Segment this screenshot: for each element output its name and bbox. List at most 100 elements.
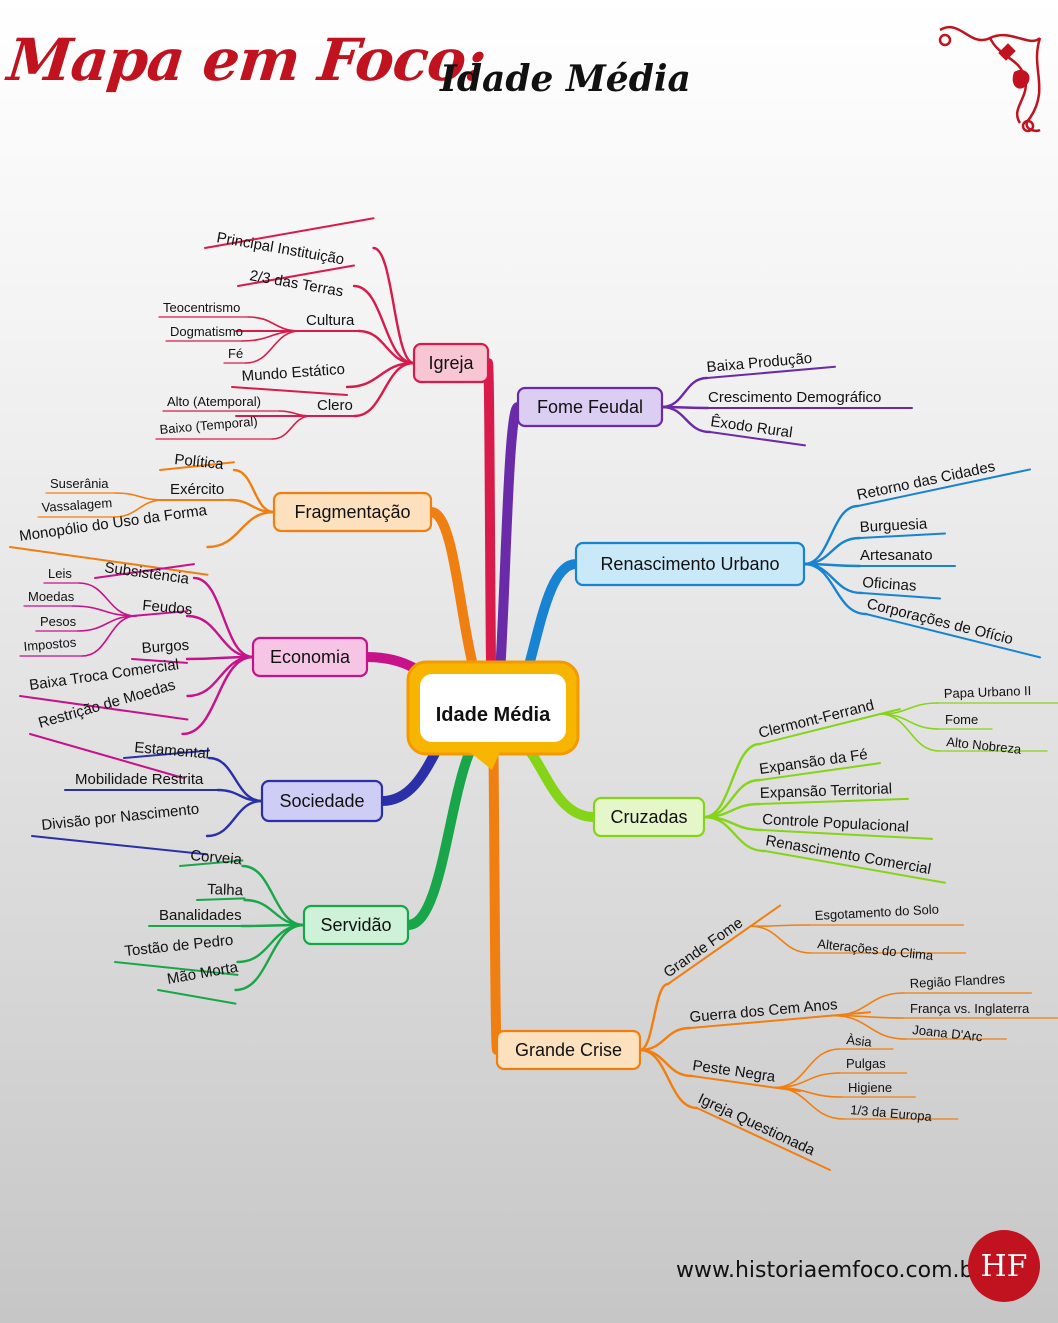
leaf-link-feudos: [185, 614, 255, 659]
sub-link-teocentrismo: [247, 316, 301, 332]
sub-leaf-papa-urbano-ii: Papa Urbano II: [944, 683, 1032, 701]
center-node-label: Idade Média: [436, 704, 551, 726]
node-label-crise: Grande Crise: [515, 1040, 622, 1060]
center-node-pointer: [470, 752, 500, 770]
leaf-link-principal-instituicao: [372, 246, 416, 365]
node-frag[interactable]: [272, 491, 433, 533]
logo-badge: HF: [968, 1230, 1040, 1302]
leaf-artesanato: Artesanato: [860, 547, 933, 564]
sub-link-asia: [773, 1048, 841, 1089]
leaf-cultura: Cultura: [306, 312, 355, 329]
sub-leaf-pulgas: Pulgas: [846, 1056, 886, 1071]
sub-leaf-moedas: Moedas: [28, 589, 75, 604]
sub-leaf-leis: Leis: [48, 566, 72, 581]
sub-leaf-vassalagem: Vassalagem: [41, 495, 112, 515]
node-cruz[interactable]: [592, 796, 706, 838]
sub-leaf-alteracoes-do-clima: Alterações do Clima: [817, 936, 935, 963]
branch-line-igreja: [483, 358, 497, 703]
leaf-link-restricao-de-moedas: [181, 655, 255, 736]
leaf-link-2-3-das-terras: [352, 284, 416, 365]
center-node[interactable]: [420, 674, 566, 742]
sub-link-baixo-temporal: [271, 415, 312, 440]
sub-link-fome: [879, 713, 940, 730]
leaf-link-clero: [353, 361, 416, 418]
leaf-corveia: Corveia: [190, 847, 244, 868]
sub-link-fe: [244, 330, 301, 364]
sub-leaf-alto-atemporal: Alto (Atemporal): [167, 394, 261, 409]
node-serv[interactable]: [302, 904, 410, 946]
node-label-eco: Economia: [270, 647, 351, 667]
sub-link-leis: [78, 582, 137, 617]
node-soc[interactable]: [260, 779, 384, 823]
leaf-2-3-das-terras: 2/3 das Terras: [248, 267, 344, 300]
sub-link-vassalagem: [112, 499, 165, 518]
node-label-frag: Fragmentação: [294, 502, 410, 522]
leaf-burguesia: Burguesia: [859, 515, 928, 536]
sub-leaf-alto-nobreza: Alto Nobreza: [946, 734, 1023, 757]
leaf-link-cultura: [357, 329, 416, 365]
node-label-soc: Sociedade: [279, 791, 364, 811]
page-title: Mapa em Foco:: [4, 26, 490, 94]
leaf-link-grande-fome: [638, 982, 670, 1052]
node-renasc[interactable]: [574, 541, 806, 587]
leaf-estamental: Estamental: [134, 739, 210, 762]
sub-leaf-1-3-da-europa: 1/3 da Europa: [850, 1102, 933, 1124]
leaf-politica: Política: [174, 451, 225, 473]
sub-link-1-3-da-europa: [773, 1086, 845, 1120]
leaf-link-talha: [243, 898, 306, 927]
leaf-link-politica: [232, 468, 276, 514]
leaf-mao-morta: Mão Morta: [166, 959, 240, 988]
leaf-clero: Clero: [317, 397, 353, 414]
leaf-link-retorno-das-cidades: [802, 504, 860, 566]
leaf-link-oficinas: [802, 562, 864, 595]
sub-leaf-teocentrismo: Teocentrismo: [163, 300, 240, 315]
leaf-link-monopolio-do-uso-da-forma: [206, 510, 276, 549]
leaf-exercito: Exército: [170, 481, 224, 498]
sub-leaf-baixo-temporal: Baixo (Temporal): [159, 413, 258, 437]
leaf-feudos: Feudos: [142, 597, 193, 618]
leaf-mobilidade-restrita: Mobilidade Restrita: [75, 771, 204, 788]
node-label-cruz: Cruzadas: [610, 807, 687, 827]
node-label-renasc: Renascimento Urbano: [600, 554, 779, 574]
leaf-link-baixa-producao: [660, 376, 709, 409]
sub-leaf-pesos: Pesos: [40, 614, 77, 629]
leaf-divisao-por-nascimento: Divisão por Nascimento: [41, 801, 200, 834]
leaf-link-exodo-rural: [660, 405, 712, 434]
sub-link-suserania: [114, 492, 165, 501]
sub-link-impostos: [81, 615, 137, 657]
leaf-link-divisao-por-nascimento: [205, 799, 264, 838]
leaf-talha: Talha: [207, 881, 244, 899]
sub-leaf-suserania: Suserânia: [50, 476, 109, 491]
node-eco[interactable]: [251, 636, 369, 678]
node-igreja[interactable]: [412, 342, 490, 384]
sub-leaf-esgotamento-do-solo: Esgotamento do Solo: [814, 902, 939, 923]
leaf-banalidades: Banalidades: [159, 907, 242, 924]
leaf-subsistencia: Subsistência: [103, 559, 190, 588]
leaf-baixa-producao: Baixa Produção: [706, 350, 813, 376]
leaf-oficinas: Oficinas: [862, 574, 917, 595]
leaf-link-corveia: [241, 864, 306, 927]
website-url[interactable]: www.historiaemfoco.com.br: [676, 1258, 983, 1283]
node-crise[interactable]: [495, 1029, 642, 1071]
leaf-link-clermont-ferrand: [702, 742, 762, 819]
sub-leaf-fe: Fé: [228, 346, 243, 361]
leaf-link-subsistencia: [192, 576, 255, 659]
sub-leaf-fome: Fome: [945, 712, 978, 727]
leaf-link-mao-morta: [234, 923, 306, 992]
leaf-corporacoes-de-oficio: Corporações de Ofício: [865, 595, 1015, 648]
leaf-burgos: Burgos: [141, 637, 190, 657]
node-label-serv: Servidão: [320, 915, 391, 935]
node-fome[interactable]: [516, 386, 664, 428]
node-label-fome: Fome Feudal: [537, 397, 643, 417]
leaf-crescimento-demografico: Crescimento Demográfico: [708, 389, 881, 406]
leaf-grande-fome: Grande Fome: [661, 914, 747, 981]
sub-leaf-dogmatismo: Dogmatismo: [170, 324, 243, 339]
leaf-link-renascimento-comercial: [702, 815, 767, 853]
leaf-igreja-questionada: Igreja Questionada: [695, 1090, 818, 1159]
leaf-link-igreja-questionada: [638, 1048, 699, 1110]
leaf-tostao-de-pedro: Tostão de Pedro: [124, 932, 234, 960]
sub-link-alto-nobreza: [879, 713, 941, 752]
sub-leaf-impostos: Impostos: [23, 634, 77, 654]
sub-leaf-franca-vs-inglaterra: França vs. Inglaterra: [910, 1001, 1030, 1016]
